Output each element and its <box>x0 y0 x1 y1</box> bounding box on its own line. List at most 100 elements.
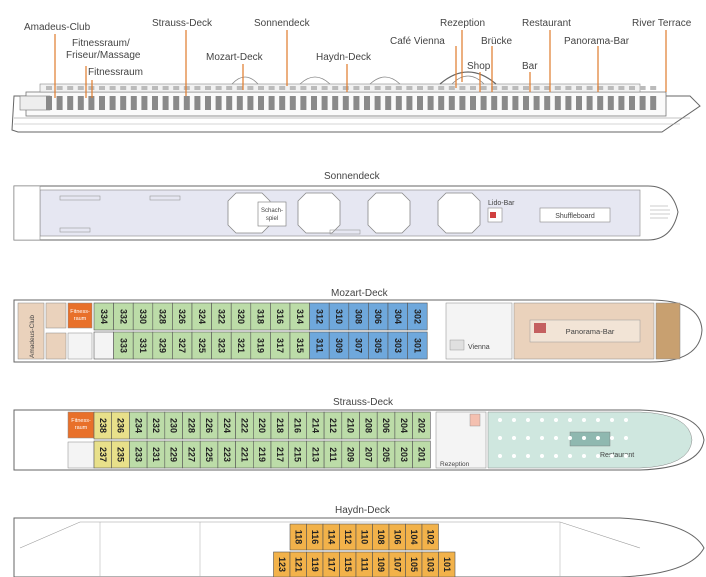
cabin-310[interactable]: 310 <box>328 302 350 331</box>
cabin-324[interactable]: 324 <box>191 302 212 331</box>
cabin-114[interactable]: 114 <box>322 523 340 551</box>
cabin-117[interactable]: 117 <box>322 551 340 577</box>
cabin-207[interactable]: 207 <box>359 440 378 469</box>
cabin-307[interactable]: 307 <box>348 331 369 360</box>
cabin-204[interactable]: 204 <box>394 411 413 440</box>
cabin-321[interactable]: 321 <box>230 331 252 360</box>
cabin-105[interactable]: 105 <box>405 551 423 577</box>
cabin-226[interactable]: 226 <box>199 411 219 440</box>
cabin-229[interactable]: 229 <box>164 440 183 469</box>
mozart-title: Mozart-Deck <box>331 288 389 299</box>
cabin-111[interactable]: 111 <box>355 551 373 577</box>
cabin-112[interactable]: 112 <box>339 523 357 551</box>
cabin-309[interactable]: 309 <box>328 331 350 360</box>
cabin-number: 312 <box>314 309 324 324</box>
cabin-103[interactable]: 103 <box>421 551 439 577</box>
cabin-224[interactable]: 224 <box>217 411 236 440</box>
cabin-221[interactable]: 221 <box>235 440 254 469</box>
cabin-215[interactable]: 215 <box>288 440 307 469</box>
cabin-311[interactable]: 311 <box>309 331 330 360</box>
cabin-225[interactable]: 225 <box>199 440 219 469</box>
cabin-203[interactable]: 203 <box>394 440 413 469</box>
cabin-number: 118 <box>293 530 303 545</box>
cabin-213[interactable]: 213 <box>306 440 325 469</box>
cabin-302[interactable]: 302 <box>407 302 428 331</box>
cabin-202[interactable]: 202 <box>412 411 431 440</box>
cabin-237[interactable]: 237 <box>93 440 113 469</box>
cabin-108[interactable]: 108 <box>372 523 390 551</box>
cabin-number: 226 <box>204 418 214 433</box>
cabin-214[interactable]: 214 <box>306 411 325 440</box>
cabin-234[interactable]: 234 <box>129 411 148 440</box>
cabin-201[interactable]: 201 <box>412 440 431 469</box>
cabin-322[interactable]: 322 <box>211 302 232 331</box>
cabin-228[interactable]: 228 <box>182 411 201 440</box>
cabin-301[interactable]: 301 <box>407 331 428 360</box>
cabin-208[interactable]: 208 <box>359 411 378 440</box>
cabin-233[interactable]: 233 <box>129 440 148 469</box>
cabin-331[interactable]: 331 <box>132 331 154 360</box>
cabin-332[interactable]: 332 <box>113 302 134 331</box>
cabin-115[interactable]: 115 <box>339 551 357 577</box>
cabin-327[interactable]: 327 <box>172 331 193 360</box>
cabin-101[interactable]: 101 <box>438 551 456 577</box>
cabin-312[interactable]: 312 <box>309 302 330 331</box>
cabin-121[interactable]: 121 <box>289 551 307 577</box>
cabin-107[interactable]: 107 <box>388 551 406 577</box>
cabin-102[interactable]: 102 <box>421 523 439 551</box>
cabin-217[interactable]: 217 <box>270 440 290 469</box>
cabin-236[interactable]: 236 <box>111 411 130 440</box>
cabin-328[interactable]: 328 <box>152 302 173 331</box>
cabin-219[interactable]: 219 <box>253 440 272 469</box>
strauss-title: Strauss-Deck <box>333 397 394 408</box>
cabin-304[interactable]: 304 <box>387 302 408 331</box>
cabin-222[interactable]: 222 <box>235 411 254 440</box>
cabin-123[interactable]: 123 <box>273 551 291 577</box>
cabin-number: 221 <box>239 447 249 462</box>
cabin-314[interactable]: 314 <box>289 302 310 331</box>
cabin-number: 328 <box>158 309 168 324</box>
cabin-220[interactable]: 220 <box>253 411 272 440</box>
cabin-211[interactable]: 211 <box>323 440 343 469</box>
cabin-329[interactable]: 329 <box>152 331 173 360</box>
cabin-319[interactable]: 319 <box>250 331 271 360</box>
cabin-218[interactable]: 218 <box>270 411 290 440</box>
cabin-325[interactable]: 325 <box>191 331 212 360</box>
cabin-206[interactable]: 206 <box>376 411 396 440</box>
cabin-318[interactable]: 318 <box>250 302 271 331</box>
cabin-238[interactable]: 238 <box>93 411 113 440</box>
cabin-209[interactable]: 209 <box>341 440 360 469</box>
cabin-118[interactable]: 118 <box>289 523 307 551</box>
cabin-316[interactable]: 316 <box>270 302 291 331</box>
cabin-323[interactable]: 323 <box>211 331 232 360</box>
cabin-330[interactable]: 330 <box>132 302 154 331</box>
cabin-235[interactable]: 235 <box>111 440 130 469</box>
cabin-109[interactable]: 109 <box>372 551 390 577</box>
cabin-232[interactable]: 232 <box>146 411 166 440</box>
cabin-231[interactable]: 231 <box>146 440 166 469</box>
cabin-106[interactable]: 106 <box>388 523 406 551</box>
cabin-227[interactable]: 227 <box>182 440 201 469</box>
cabin-317[interactable]: 317 <box>270 331 291 360</box>
cabin-305[interactable]: 305 <box>368 331 389 360</box>
cabin-333[interactable]: 333 <box>113 331 134 360</box>
cabin-326[interactable]: 326 <box>172 302 193 331</box>
cabin-303[interactable]: 303 <box>387 331 408 360</box>
cabin-212[interactable]: 212 <box>323 411 343 440</box>
cabin-308[interactable]: 308 <box>348 302 369 331</box>
cabin-320[interactable]: 320 <box>230 302 252 331</box>
cabin-number: 117 <box>326 557 336 572</box>
cabin-315[interactable]: 315 <box>289 331 310 360</box>
cabin-104[interactable]: 104 <box>405 523 423 551</box>
cabin-230[interactable]: 230 <box>164 411 183 440</box>
cabin-306[interactable]: 306 <box>368 302 389 331</box>
cabin-216[interactable]: 216 <box>288 411 307 440</box>
cabin-334[interactable]: 334 <box>93 302 114 331</box>
cabin-210[interactable]: 210 <box>341 411 360 440</box>
cabin-116[interactable]: 116 <box>306 523 324 551</box>
cabin-223[interactable]: 223 <box>217 440 236 469</box>
cabin-119[interactable]: 119 <box>306 551 324 577</box>
cabin-205[interactable]: 205 <box>376 440 396 469</box>
cabin-110[interactable]: 110 <box>355 523 373 551</box>
